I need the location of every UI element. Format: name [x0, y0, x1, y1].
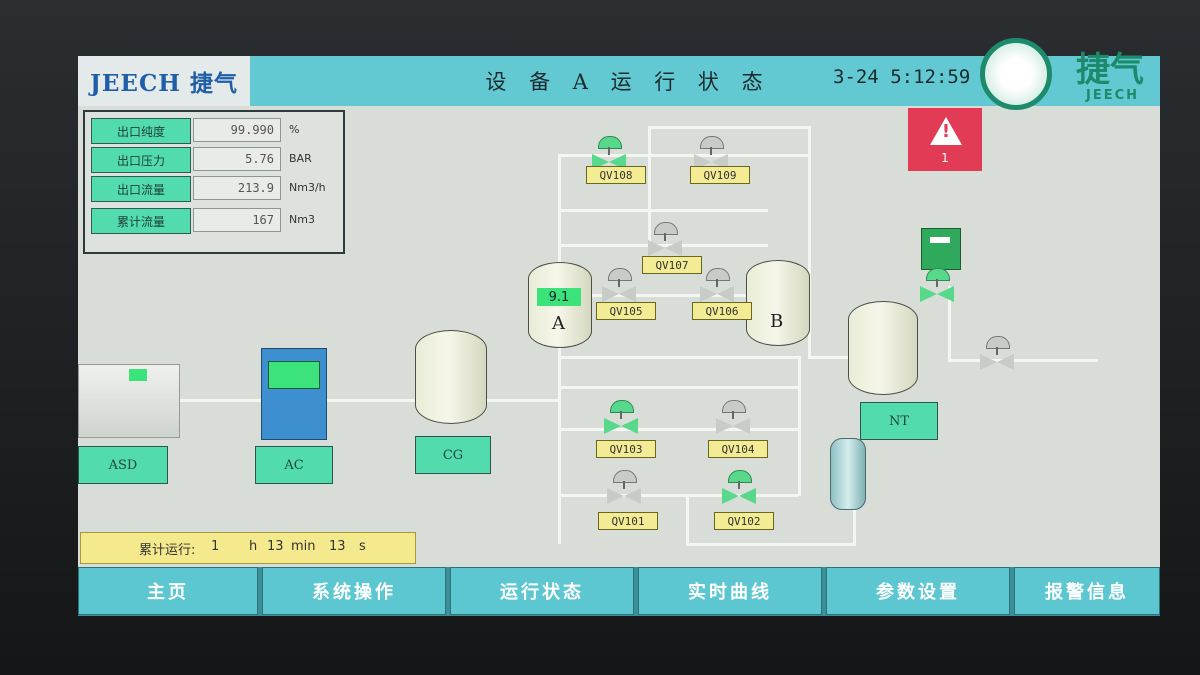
brand-watermark: 捷气 JEECH — [980, 30, 1170, 120]
status-value: 99.990 — [193, 118, 281, 142]
valve-qv101[interactable] — [603, 470, 645, 508]
valve-tag-qv105: QV105 — [596, 302, 656, 320]
right-lower-riser — [798, 356, 801, 496]
brand-sub: JEECH — [1086, 88, 1140, 103]
warning-triangle-icon — [930, 117, 962, 145]
valve-tag-qv104: QV104 — [708, 440, 768, 458]
adsorber-tower-a[interactable]: 9.1 A — [528, 262, 592, 348]
valve-tag-qv109: QV109 — [690, 166, 750, 184]
runtime-minutes: 13 — [267, 539, 284, 554]
equalize-cross-pipe — [558, 209, 768, 212]
status-value: 167 — [193, 208, 281, 232]
dryer-indicator — [129, 369, 147, 381]
upper-equalize-pipe — [558, 154, 808, 157]
dryer-unit — [78, 364, 180, 438]
brand-name: 捷气 — [1076, 50, 1144, 90]
nav-system-ops[interactable]: 系统操作 — [262, 567, 446, 615]
valve-tag-qv106: QV106 — [692, 302, 752, 320]
runtime-seconds-unit: s — [359, 539, 366, 554]
compressor-screen — [268, 361, 320, 389]
main-feed-pipe — [178, 399, 558, 402]
lower-cross-pipe — [558, 386, 798, 389]
analyzer-pipe — [948, 286, 951, 359]
valve-qv103[interactable] — [600, 400, 642, 438]
mid-pipe — [558, 294, 768, 297]
nav-alarm-info[interactable]: 报警信息 — [1014, 567, 1160, 615]
status-label: 出口纯度 — [91, 118, 191, 144]
nav-param-settings[interactable]: 参数设置 — [826, 567, 1010, 615]
hmi-screen: JEECH 捷气 设 备 A 运 行 状 态 3-24 5:12:59 ! 1 … — [78, 56, 1160, 616]
valve-outlet[interactable] — [976, 336, 1018, 374]
page-title: 设 备 A 运 行 状 态 — [485, 70, 771, 94]
outlet-pipe — [948, 359, 1098, 362]
valve-qv102[interactable] — [718, 470, 760, 508]
exhaust-pipe — [558, 494, 798, 497]
alarm-indicator[interactable]: ! 1 — [908, 108, 982, 171]
runtime-hours-unit: h — [249, 539, 258, 554]
tower-a-level: 9.1 — [537, 288, 581, 306]
valve-qv106[interactable] — [696, 268, 738, 306]
status-label: 出口流量 — [91, 176, 191, 202]
valve-analyzer[interactable] — [916, 268, 958, 306]
jeech-logo: JEECH 捷气 — [78, 56, 250, 106]
muffler-riser — [853, 476, 856, 544]
status-unit: Nm3/h — [289, 181, 326, 194]
valve-tag-qv107: QV107 — [642, 256, 702, 274]
runtime-counter: 累计运行: 1 h 13 min 13 s — [80, 532, 416, 564]
valve-qv104[interactable] — [712, 400, 754, 438]
tower-a-label: A — [552, 313, 565, 334]
alarm-count: 1 — [941, 151, 949, 165]
tower-b-label: B — [770, 311, 784, 332]
valve-qv105[interactable] — [598, 268, 640, 306]
exclamation-icon: ! — [941, 121, 951, 142]
right-riser-pipe — [808, 126, 811, 356]
nt-button[interactable]: NT — [860, 402, 938, 440]
asd-button[interactable]: ASD — [78, 446, 168, 484]
top-header-pipe — [648, 126, 808, 129]
top-left-riser — [648, 126, 651, 244]
valve-qv107[interactable] — [644, 222, 686, 260]
ac-button[interactable]: AC — [255, 446, 333, 484]
air-buffer-tank — [415, 330, 487, 424]
lower-header-pipe — [558, 356, 798, 359]
muffler-pipe — [686, 543, 856, 546]
header-bar: JEECH 捷气 设 备 A 运 行 状 态 3-24 5:12:59 — [78, 56, 1160, 106]
status-value: 5.76 — [193, 147, 281, 171]
status-unit: Nm3 — [289, 213, 315, 226]
status-unit: BAR — [289, 152, 312, 165]
runtime-minutes-unit: min — [291, 539, 316, 554]
status-value: 213.9 — [193, 176, 281, 200]
muffler — [830, 438, 866, 510]
runtime-hours: 1 — [211, 539, 220, 554]
brand-seal-icon — [980, 38, 1052, 110]
nav-home[interactable]: 主页 — [78, 567, 258, 615]
nav-realtime-curve[interactable]: 实时曲线 — [638, 567, 822, 615]
air-compressor — [261, 348, 327, 440]
valve-tag-qv102: QV102 — [714, 512, 774, 530]
runtime-seconds: 13 — [329, 539, 346, 554]
nitrogen-tank — [848, 301, 918, 395]
valve-tag-qv101: QV101 — [598, 512, 658, 530]
adsorber-tower-b[interactable]: B — [746, 260, 810, 346]
bottom-header-pipe — [558, 428, 798, 431]
cg-button[interactable]: CG — [415, 436, 491, 474]
bottom-nav: 主页 系统操作 运行状态 实时曲线 参数设置 报警信息 — [78, 567, 1160, 616]
analyzer-icon — [921, 228, 961, 270]
status-label: 出口压力 — [91, 147, 191, 173]
status-unit: % — [289, 123, 300, 136]
valve-tag-qv103: QV103 — [596, 440, 656, 458]
nav-run-status[interactable]: 运行状态 — [450, 567, 634, 615]
status-label: 累计流量 — [91, 208, 191, 234]
clock: 3-24 5:12:59 — [833, 66, 971, 88]
valve-tag-qv108: QV108 — [586, 166, 646, 184]
status-panel: 出口纯度 99.990 % 出口压力 5.76 BAR 出口流量 213.9 N… — [83, 110, 345, 254]
left-vertical-pipe — [558, 154, 561, 544]
exhaust-drop — [686, 494, 689, 544]
runtime-label: 累计运行: — [139, 543, 196, 558]
